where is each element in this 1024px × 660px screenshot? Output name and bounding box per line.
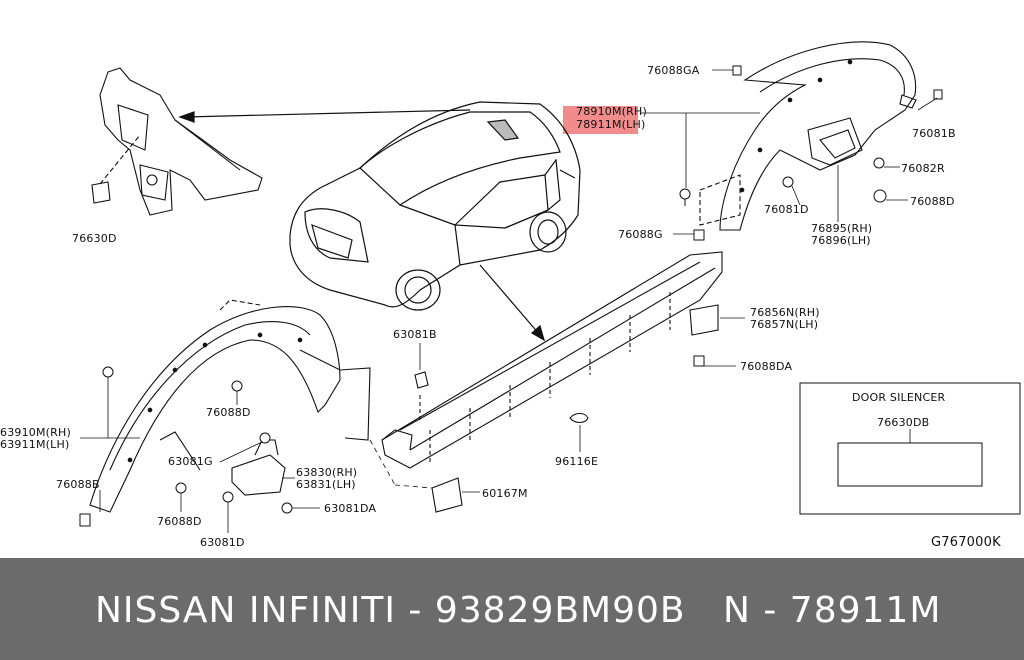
leader-lines-sill [419,317,745,493]
label-96116E: 96116E [555,455,598,468]
label-63081G: 63081G [168,455,213,468]
label-76088G: 76088G [618,228,663,241]
parts-diagram: 76630D [0,41,1021,550]
selected-part-highlight [563,106,638,134]
door-silencer-title: DOOR SILENCER [852,391,945,404]
front-fender-liner [699,41,917,231]
label-76088D-low: 76088D [157,515,202,528]
leader-lines-lower-left [80,377,320,533]
clips-sill [693,355,705,367]
footer-part-number: N - 78911M [723,590,942,631]
clips-upper-right [679,65,943,241]
label-76082R: 76082R [901,162,945,175]
label-63081DA: 63081DA [324,502,376,515]
label-76088DA: 76088DA [740,360,792,373]
car-illustration [289,101,581,311]
label-76088GA: 76088GA [647,64,700,77]
door-silencer-part: 76630DB [877,416,929,429]
rear-wheel-arch-liner [89,299,371,513]
label-76857N: 76857N(LH) [750,318,818,331]
label-76088D-top: 76088D [910,195,955,208]
leader-lines-upper-right [640,69,938,235]
diagram-ref-code: G767000K [931,535,1001,550]
label-63081D: 63081D [200,536,245,549]
footer-bar: NISSAN INFINITI - 93829BM90B N - 78911M [0,558,1024,660]
label-76630D: 76630D [72,232,117,245]
label-76856N: 76856N(RH) [750,306,820,319]
label-76896: 76896(LH) [811,234,871,247]
inner-panel-76630D [91,67,263,216]
label-76081D: 76081D [764,203,809,216]
label-63830: 63830(RH) [296,466,357,479]
label-76088B: 76088B [56,478,100,491]
label-60167M: 60167M [482,487,528,500]
label-63910M: 63910M(RH) [0,426,71,439]
label-63831: 63831(LH) [296,478,356,491]
door-silencer-box: DOOR SILENCER 76630DB [799,382,1021,515]
leader-arrows [178,109,545,342]
label-78910M: 78910M(RH) [576,105,647,118]
label-76895: 76895(RH) [811,222,872,235]
guide-lines [369,439,433,489]
label-63081B: 63081B [393,328,437,341]
label-76081B: 76081B [912,127,956,140]
footer-brand-text: NISSAN INFINITI - 93829BM90B [95,590,686,631]
label-76088D-mid: 76088D [206,406,251,419]
clips-lower-left [79,366,293,527]
label-63911M: 63911M(LH) [0,438,69,451]
label-78911M: 78911M(LH) [576,118,645,131]
side-sill-molding [381,251,723,513]
